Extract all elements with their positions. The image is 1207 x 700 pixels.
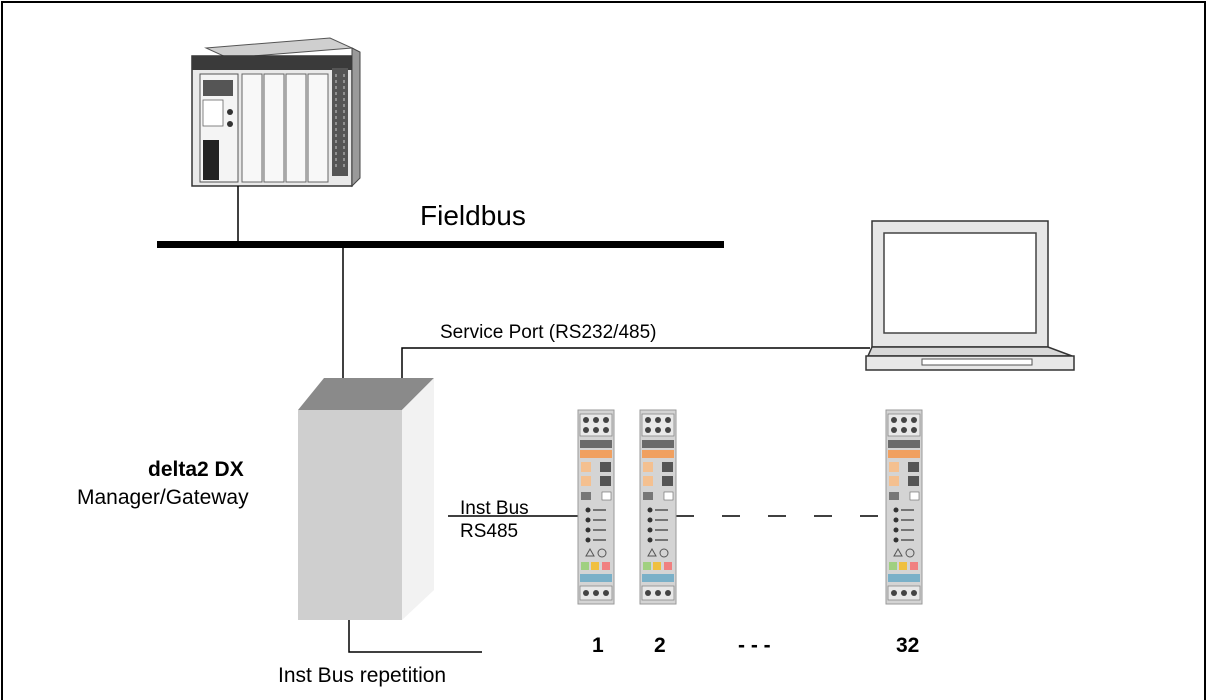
gateway-box: [298, 378, 434, 620]
service-port-line: [401, 347, 870, 378]
plc-icon: [191, 37, 361, 188]
din-module-icon: [639, 409, 677, 605]
fieldbus-line: [157, 241, 724, 248]
laptop-icon: [865, 220, 1075, 371]
din-module-icon: [885, 409, 923, 605]
din-module-icon: [577, 409, 615, 605]
repetition-line: [348, 620, 482, 653]
